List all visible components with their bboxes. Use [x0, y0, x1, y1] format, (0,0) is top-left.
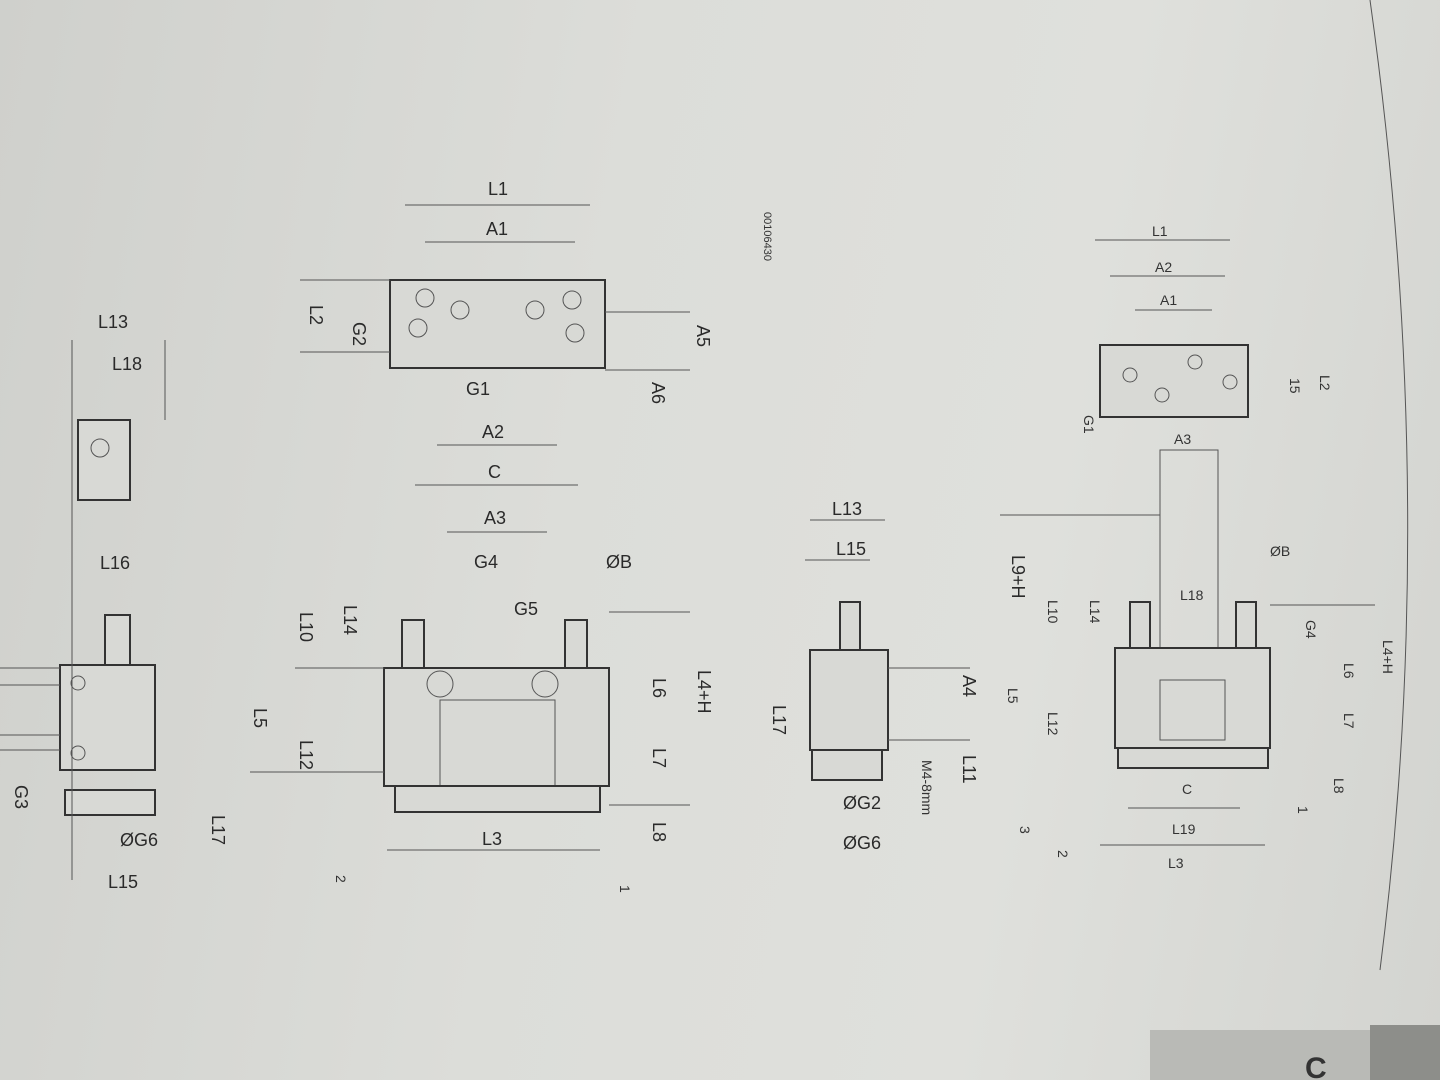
- dim-label: G4: [1303, 620, 1319, 639]
- dim-label: G5: [514, 599, 538, 619]
- top-plate-view: L1 A1 L2 G2 A5 A6 G1 A2: [300, 179, 713, 446]
- dim-label: L6: [649, 678, 669, 698]
- dim-label: L5: [1005, 688, 1021, 704]
- dim-label: G4: [474, 552, 498, 572]
- dim-label: L7: [1341, 713, 1357, 729]
- dim-label: L14: [340, 605, 360, 635]
- dim-label: 3: [1017, 826, 1033, 834]
- footer-block: [1370, 1025, 1440, 1080]
- dim-label: L13: [98, 312, 128, 332]
- dim-label: L10: [296, 612, 316, 642]
- dim-label: A6: [648, 382, 668, 404]
- dim-label: 2: [333, 875, 349, 883]
- dim-label: 2: [1055, 850, 1071, 858]
- dim-label: L18: [112, 354, 142, 374]
- dim-label: A2: [1155, 259, 1172, 275]
- dim-label: L13: [832, 499, 862, 519]
- dim-label: L14: [1087, 600, 1103, 624]
- dim-label: L11: [959, 755, 979, 784]
- dim-label: L2: [1317, 375, 1333, 391]
- dim-label: L12: [296, 740, 316, 770]
- footer-letter: C: [1305, 1052, 1327, 1080]
- dim-label: L18: [1180, 587, 1204, 603]
- dim-label: L1: [1152, 223, 1168, 239]
- dim-label: L7: [649, 748, 669, 768]
- dim-label: A3: [484, 508, 506, 528]
- dim-label: L17: [208, 815, 228, 845]
- drawing-code: 00106430: [761, 212, 773, 261]
- dim-label: 15: [1287, 378, 1303, 394]
- dim-label: ØG6: [120, 830, 158, 850]
- dim-label: A3: [1174, 431, 1191, 447]
- side-view-left: L13 L18 L16 G3 ØG6 L15 L17: [0, 312, 228, 892]
- small-side-view: L13 L15 L17 A4 L11 M4-8mm ØG2 ØG6: [769, 499, 979, 853]
- dim-label: L8: [649, 822, 669, 842]
- dim-label: G2: [349, 322, 369, 346]
- dim-label: ØB: [606, 552, 632, 572]
- dim-label: 1: [1295, 806, 1311, 814]
- dim-label: L10: [1045, 600, 1061, 624]
- dim-label: L4+H: [694, 670, 714, 714]
- dim-label: L5: [250, 708, 270, 728]
- dim-label: A2: [482, 422, 504, 442]
- dim-label: 1: [617, 885, 633, 893]
- dim-label: A5: [693, 325, 713, 347]
- dim-label: L19: [1172, 821, 1196, 837]
- dim-label: L6: [1341, 663, 1357, 679]
- dim-label: G3: [11, 785, 31, 809]
- dim-label: L3: [482, 829, 502, 849]
- dim-label: L8: [1331, 778, 1347, 794]
- dim-label: L16: [100, 553, 130, 573]
- dim-label: G1: [1081, 415, 1097, 434]
- dim-label: L9+H: [1008, 555, 1028, 599]
- dim-label: L2: [306, 305, 326, 325]
- dim-label: L12: [1045, 712, 1061, 736]
- dim-label: ØG6: [843, 833, 881, 853]
- dim-label: L3: [1168, 855, 1184, 871]
- dim-label: M4-8mm: [919, 760, 935, 815]
- dim-label: L4+H: [1380, 640, 1396, 674]
- front-view: C A3 G4 ØB G5 L14 L10 L5 L12 L6 L7 L4+H …: [250, 462, 714, 893]
- dim-label: G1: [466, 379, 490, 399]
- dim-label: L1: [488, 179, 508, 199]
- dim-label: ØB: [1270, 543, 1290, 559]
- dim-label: C: [488, 462, 501, 482]
- dim-label: L17: [769, 705, 789, 735]
- page-edge: [1369, 0, 1409, 971]
- dim-label: ØG2: [843, 793, 881, 813]
- dim-label: C: [1182, 781, 1192, 797]
- dim-label: A1: [1160, 292, 1177, 308]
- dim-label: L15: [108, 872, 138, 892]
- right-assembly-view: L1 A2 A1 15 L2 G1 A3 L9+H ØB L18 L14 L10…: [1000, 223, 1396, 871]
- dim-label: L15: [836, 539, 866, 559]
- dim-label: A1: [486, 219, 508, 239]
- dim-label: A4: [959, 675, 979, 697]
